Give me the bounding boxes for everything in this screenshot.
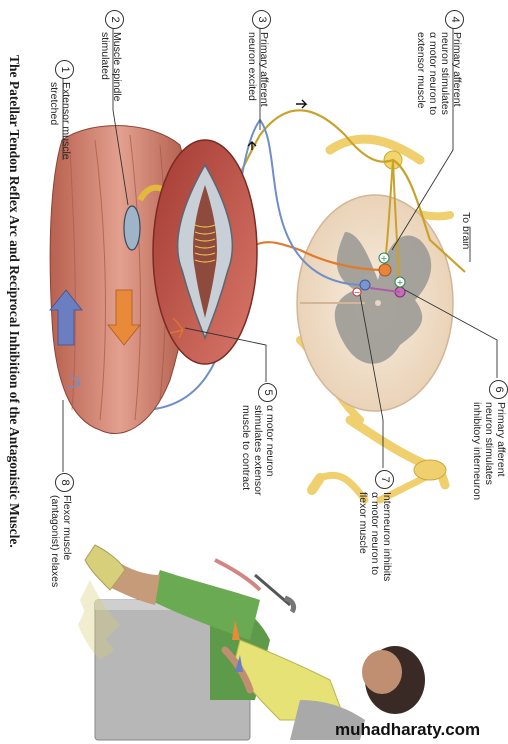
step-5-number: 5 xyxy=(258,383,277,402)
step-4-number: 4 xyxy=(445,10,464,29)
spinal-cord-section xyxy=(296,194,454,412)
thigh-muscle xyxy=(49,125,191,434)
muscle-spindle-small xyxy=(123,205,141,251)
step-2-number: 2 xyxy=(105,10,124,29)
step-7-number: 7 xyxy=(375,470,394,489)
step-8-label: Flexor muscle(antagonist) relaxes xyxy=(49,495,73,588)
dorsal-root-ganglion-bottom xyxy=(413,459,447,481)
flexor-motor-neuron-body xyxy=(359,279,371,291)
extensor-endplate xyxy=(169,317,184,339)
svg-text:−: − xyxy=(354,288,361,297)
flexor-endplate xyxy=(67,374,81,388)
seated-person-illustration xyxy=(78,544,425,741)
step-3-number: 3 xyxy=(252,10,271,29)
svg-text:+: + xyxy=(381,254,388,263)
svg-text:+: + xyxy=(397,278,404,287)
watermark: muhadharaty.com xyxy=(335,720,481,739)
step-6-number: 6 xyxy=(489,380,508,399)
to-brain-label: To brain xyxy=(460,212,472,250)
extensor-motor-neuron-body xyxy=(378,263,392,277)
flexor-relax-arrow xyxy=(49,289,83,346)
signal-direction-arrows xyxy=(247,99,308,150)
extensor-stretch-arrow xyxy=(107,289,141,346)
step-1-number: 1 xyxy=(55,60,74,79)
step-8-number: 8 xyxy=(55,473,74,492)
spindle-zoom-view xyxy=(152,139,258,365)
figure-title: The Patellar Tendon Reflex Arc and Recip… xyxy=(7,55,22,548)
